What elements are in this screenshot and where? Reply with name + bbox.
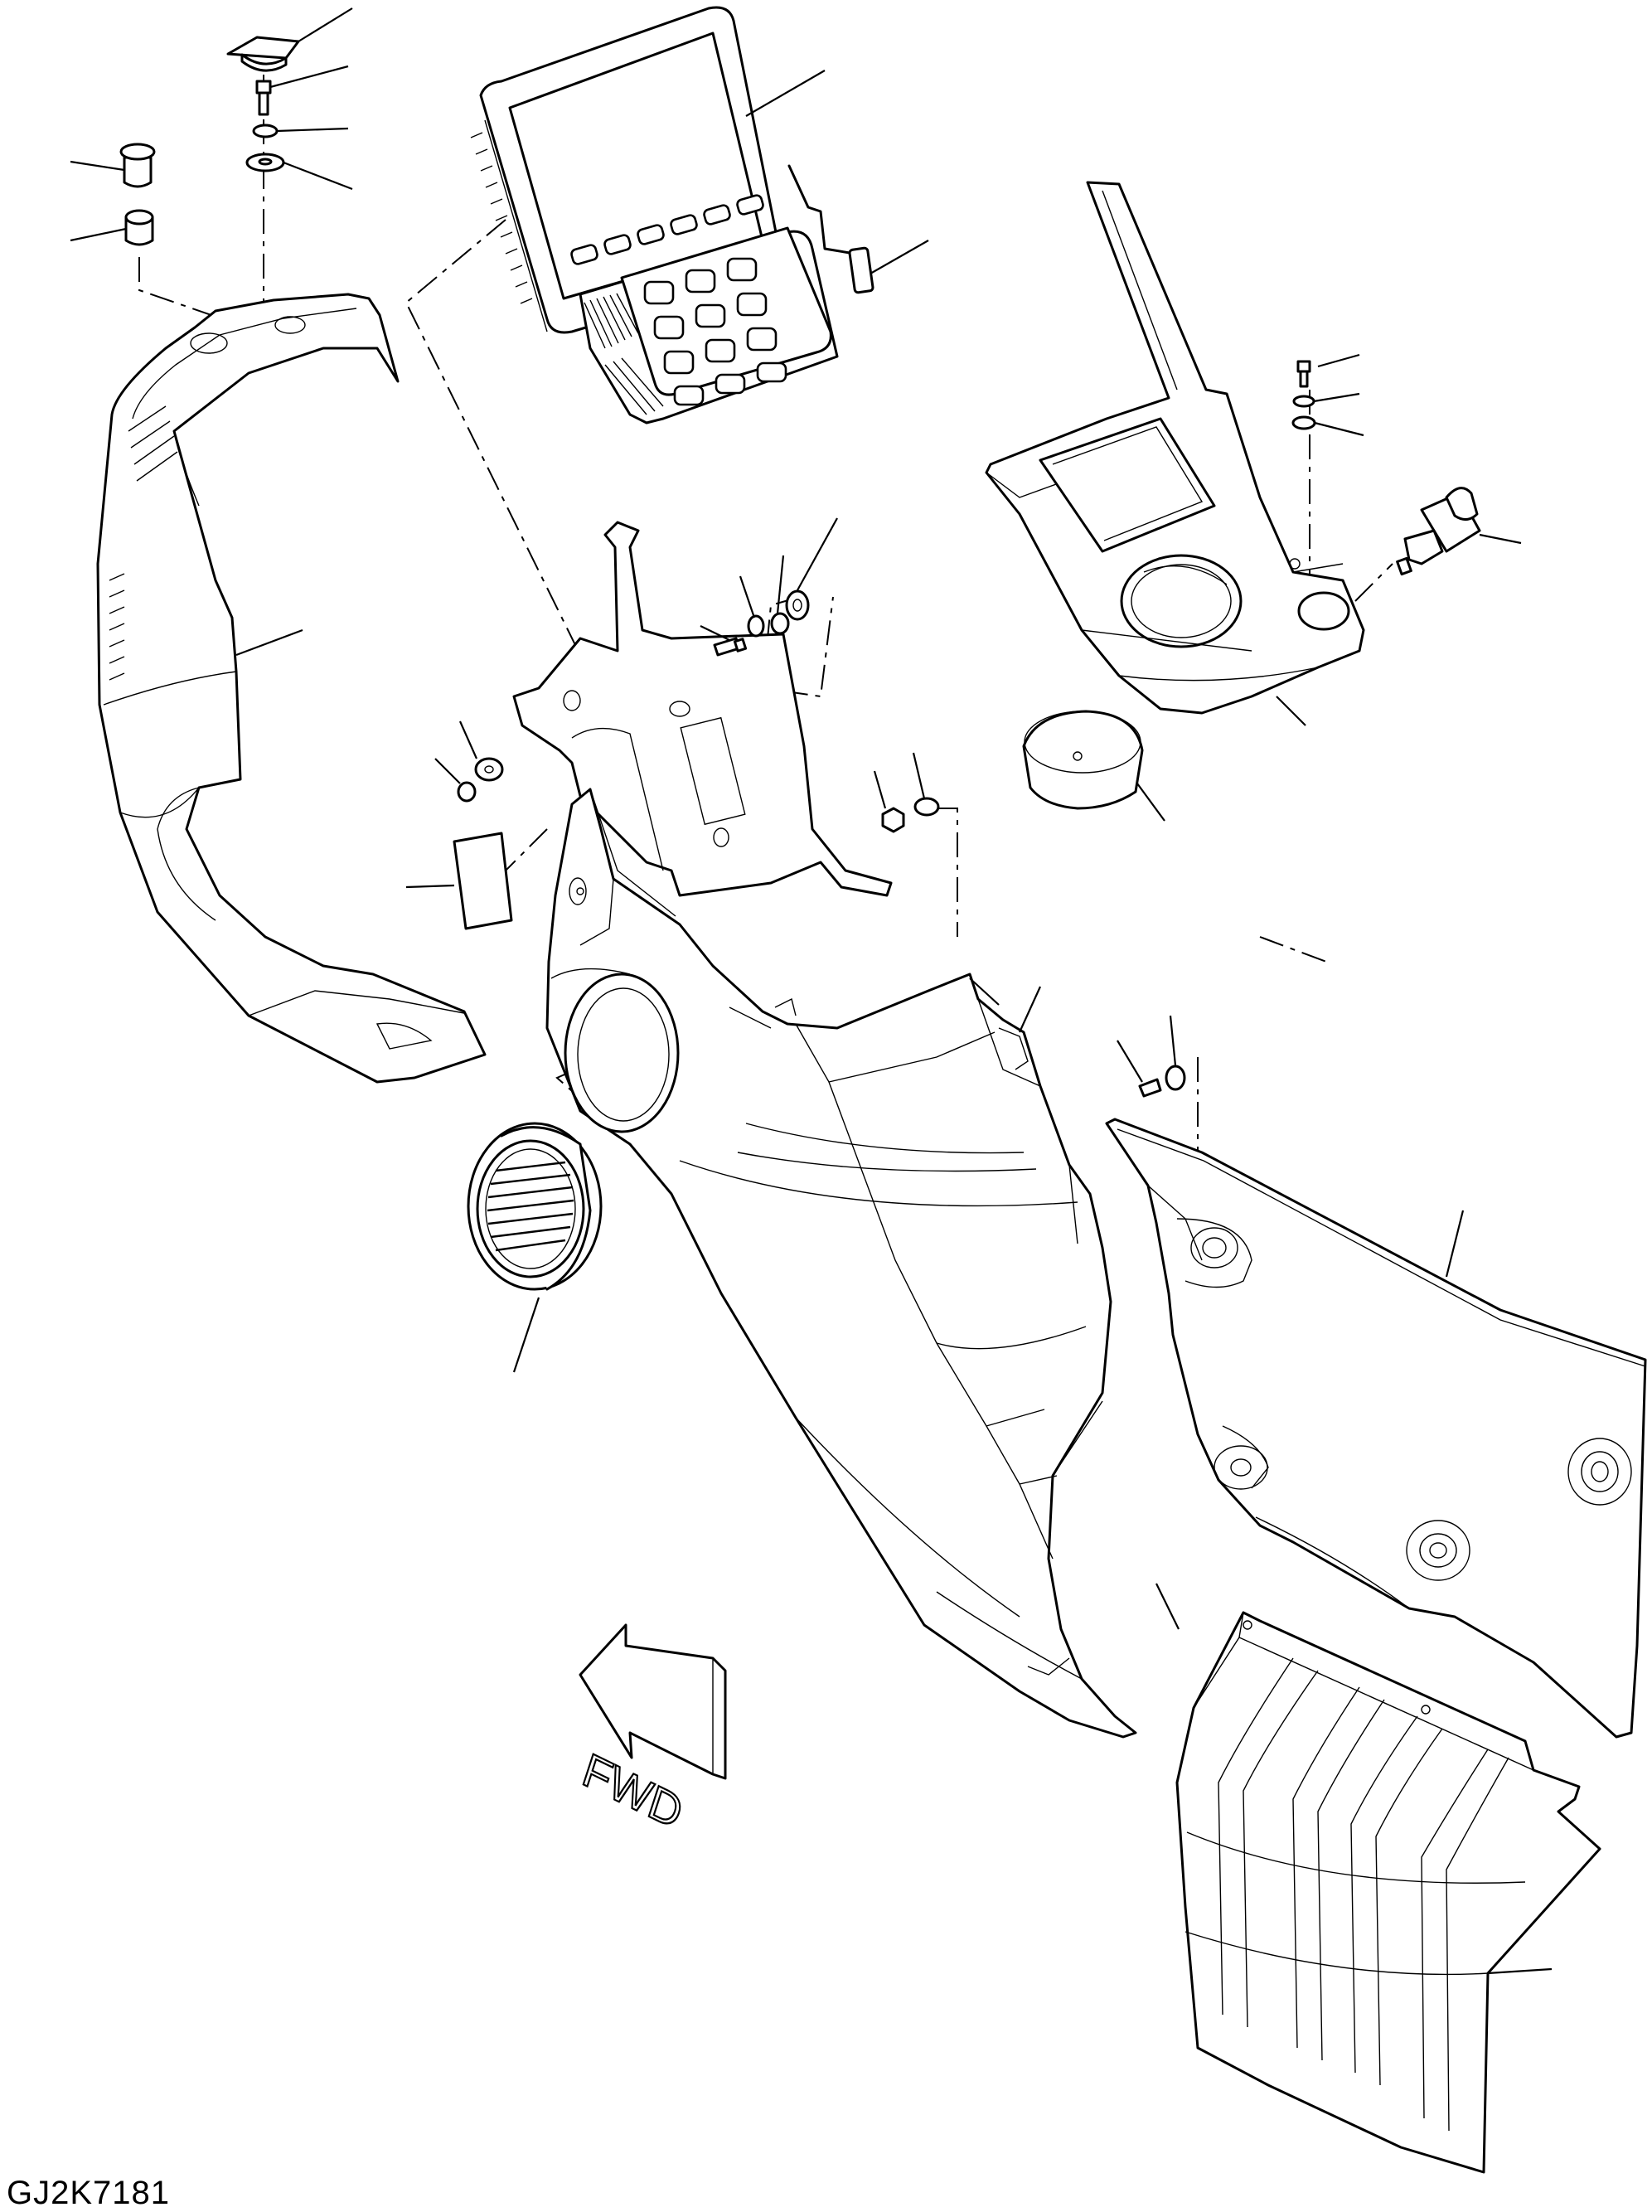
- right-side-cover: [1105, 1118, 1647, 1739]
- plug-part: [119, 143, 156, 188]
- right-fasteners: [1291, 360, 1316, 430]
- keypad-keys: [643, 257, 787, 406]
- lower-ribbed-cover: [1175, 1611, 1601, 2174]
- vent-louvers: [487, 1161, 574, 1252]
- center-fasteners: [457, 589, 1186, 1098]
- bushing-part: [124, 209, 154, 246]
- cover-ribs: [1218, 1657, 1509, 2132]
- cup-holder-cup: [1022, 710, 1144, 810]
- left-cover-vent-slots: [109, 405, 178, 681]
- rocker-switch-part: [1396, 487, 1481, 576]
- monitor-unit: [470, 6, 874, 334]
- keypad-switch-panel: [579, 226, 839, 424]
- screw-part: [255, 80, 272, 116]
- mounting-bracket: [512, 521, 893, 897]
- washer-part: [252, 124, 279, 138]
- callout-leaders: [70, 7, 1553, 1975]
- label-pad-part: [453, 832, 513, 930]
- right-switch-panel: [985, 181, 1365, 715]
- speaker-opening: [550, 968, 680, 1133]
- right-cover-bosses: [1190, 1227, 1632, 1581]
- cap-part: [226, 36, 300, 72]
- keypad-heat-fins: [584, 293, 664, 415]
- monitor-heat-fins: [470, 132, 533, 304]
- monitor-function-keys: [570, 194, 764, 265]
- center-console-body: [545, 788, 1137, 1739]
- left-console-cover: [96, 293, 487, 1084]
- spacer-part: [245, 153, 285, 172]
- air-vent-grille: [467, 1122, 603, 1291]
- forward-direction-arrow: FWD: [576, 1623, 727, 1840]
- drawing-code: GJ2K7181: [7, 2175, 171, 2211]
